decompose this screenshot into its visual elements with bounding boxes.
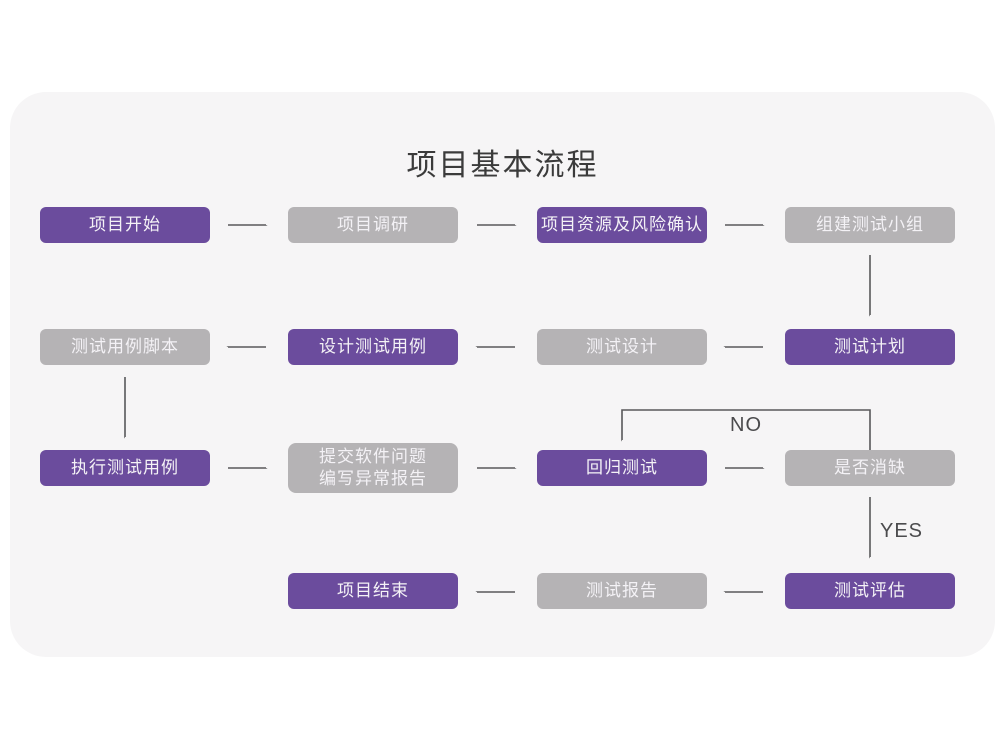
flowchart-card [10, 92, 995, 657]
node-submit-issue-report: 提交软件问题 编写异常报告 [288, 443, 458, 493]
edge-label-yes: YES [880, 520, 924, 542]
node-test-evaluation: 测试评估 [785, 573, 955, 609]
node-resources-risk: 项目资源及风险确认 [537, 207, 707, 243]
node-test-design: 测试设计 [537, 329, 707, 365]
node-project-end: 项目结束 [288, 573, 458, 609]
node-form-test-team: 组建测试小组 [785, 207, 955, 243]
node-project-research: 项目调研 [288, 207, 458, 243]
node-regression-test: 回归测试 [537, 450, 707, 486]
node-design-test-cases: 设计测试用例 [288, 329, 458, 365]
edge-label-no: NO [730, 414, 762, 436]
node-defect-resolved: 是否消缺 [785, 450, 955, 486]
node-test-case-scripts: 测试用例脚本 [40, 329, 210, 365]
node-test-plan: 测试计划 [785, 329, 955, 365]
node-test-report: 测试报告 [537, 573, 707, 609]
node-project-start: 项目开始 [40, 207, 210, 243]
page-title: 项目基本流程 [406, 149, 599, 182]
node-execute-test-cases: 执行测试用例 [40, 450, 210, 486]
